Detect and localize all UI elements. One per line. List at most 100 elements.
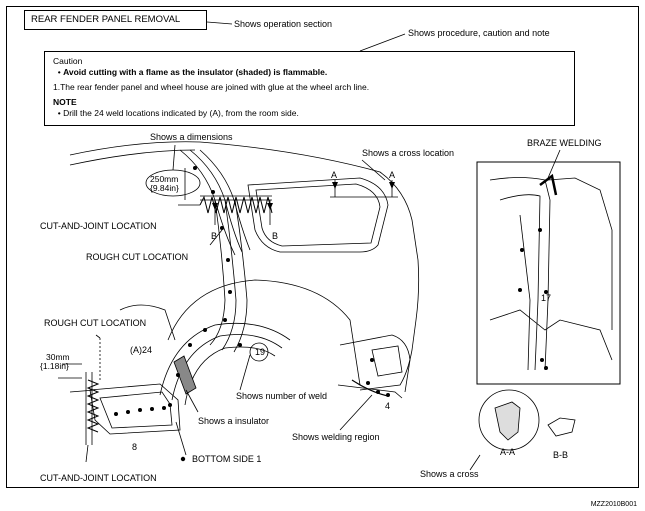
- arrow-b-right: [267, 203, 273, 210]
- marker-b-left: B: [211, 231, 218, 241]
- weld-dot: [370, 358, 374, 362]
- marker-17: 17: [541, 293, 552, 303]
- label-rough-cut-left: ROUGH CUT LOCATION: [44, 318, 147, 328]
- rear-lamp-outline: [339, 334, 411, 393]
- dim-top-in: {9.84in}: [150, 183, 179, 193]
- weld-dot: [162, 406, 166, 410]
- procedure-step-1: 1.The rear fender panel and wheel house …: [53, 82, 370, 92]
- detail-pillar-1: [489, 177, 551, 371]
- detail-lower: [489, 309, 613, 361]
- bottom-side-dot: [180, 456, 186, 462]
- weld-dot: [544, 366, 548, 370]
- weld-dots: [114, 166, 548, 462]
- label-cross: Shows a cross: [420, 469, 479, 479]
- caution-bullet: • Avoid cutting with a flame as the insu…: [53, 67, 328, 77]
- caution-bullet-text: Avoid cutting with a flame as the insula…: [63, 67, 328, 77]
- label-cut-joint-top: CUT-AND-JOINT LOCATION: [40, 221, 157, 231]
- weld-dot: [114, 412, 118, 416]
- weld-count-label: 19: [255, 347, 266, 357]
- label-cut-joint-bottom: CUT-AND-JOINT LOCATION: [40, 473, 157, 483]
- weld-dot: [540, 358, 544, 362]
- marker-b-right: B: [272, 231, 279, 241]
- dim-left-in: {1.18in}: [40, 361, 69, 371]
- weld-dot: [226, 258, 230, 262]
- leader-procedure: [359, 33, 406, 52]
- insulator-shaded: [173, 355, 197, 395]
- weld-dot: [544, 290, 548, 294]
- weld-dot: [168, 403, 172, 407]
- label-a24: (A)24: [130, 345, 153, 355]
- caution-box: Caution • Avoid cutting with a flame as …: [44, 51, 575, 126]
- weld-dot: [193, 166, 197, 170]
- leader-rough-cut-top: [209, 229, 223, 246]
- weld-count-circle: [249, 342, 269, 362]
- label-section-bb: B-B: [553, 450, 569, 460]
- note-text: Drill the 24 weld locations indicated by…: [63, 108, 299, 118]
- label-cross-location: Shows a cross location: [362, 148, 455, 158]
- leader-weld-count: [239, 354, 251, 391]
- rough-cut-zigzag-left: [86, 379, 100, 433]
- weld-dot: [176, 373, 180, 377]
- braze-weld-mark: [539, 173, 558, 196]
- cross-section-a-shape: [494, 401, 521, 441]
- leader-bottom-side: [175, 421, 187, 456]
- cross-section-circle: [478, 389, 540, 451]
- sill-panel-inner: [99, 391, 173, 429]
- weld-dot: [220, 226, 224, 230]
- dim-top-mm: 250mm: [150, 174, 179, 184]
- detail-pillar-2: [499, 194, 541, 371]
- label-bottom-side: BOTTOM SIDE 1: [192, 454, 262, 464]
- quarter-window: [247, 177, 389, 253]
- label-dimensions: Shows a dimensions: [150, 132, 233, 142]
- c-pillar-curve-1: [209, 199, 226, 346]
- rear-lower-edge: [337, 384, 403, 399]
- body-outline: [69, 141, 420, 391]
- leader-operation: [206, 21, 233, 25]
- label-number-of-weld: Shows number of weld: [236, 391, 328, 401]
- weld-dot: [150, 407, 154, 411]
- label-procedure: Shows procedure, caution and note: [408, 28, 550, 38]
- braze-detail-box: [476, 161, 621, 385]
- label-operation-section: Shows operation section: [234, 19, 333, 29]
- weld-dot: [386, 393, 390, 397]
- label-rough-cut-top: ROUGH CUT LOCATION: [86, 252, 189, 262]
- weld-dot: [126, 410, 130, 414]
- cross-section-b-shape: [547, 417, 576, 437]
- figure-frame: [6, 6, 639, 488]
- section-arrows: [212, 182, 395, 210]
- note-heading: NOTE: [53, 97, 77, 107]
- leader-braze: [547, 149, 561, 179]
- leader-insulator: [185, 389, 199, 413]
- c-pillar-curve-3: [233, 199, 248, 353]
- leader-cross-location: [361, 159, 386, 181]
- weld-dot: [188, 343, 192, 347]
- weld-dot: [238, 343, 242, 347]
- c-pillar-curve-2: [221, 199, 237, 351]
- detail-right: [547, 177, 613, 330]
- leader-cut-joint-bottom: [85, 444, 89, 463]
- rear-door-edge: [119, 304, 176, 341]
- weld-dot: [228, 290, 232, 294]
- leader-cross: [469, 454, 481, 471]
- weld-dot: [520, 248, 524, 252]
- weld-dot: [138, 408, 142, 412]
- roof-line: [69, 149, 196, 166]
- weld-dot: [223, 318, 227, 322]
- detail-pillar-3: [519, 214, 531, 371]
- weld-dot: [203, 328, 207, 332]
- sill-panel: [89, 383, 181, 435]
- arrow-a-left: [332, 182, 338, 189]
- leader-dimension: [172, 144, 176, 171]
- welding-region: [351, 379, 389, 397]
- rough-cut-zigzag-top: [199, 195, 273, 214]
- leader-welding-region: [339, 394, 373, 431]
- dim-left-mm: 30mm: [46, 352, 70, 362]
- label-section-aa: A-A: [500, 447, 516, 457]
- arrow-b-left: [212, 203, 218, 210]
- weld-dot: [538, 228, 542, 232]
- sill-ext: [69, 389, 96, 393]
- caution-heading: Caution: [53, 56, 83, 66]
- wheel-arch-outer: [159, 322, 291, 396]
- weld-dot: [211, 190, 215, 194]
